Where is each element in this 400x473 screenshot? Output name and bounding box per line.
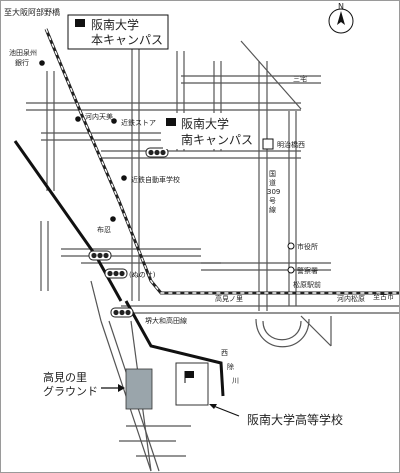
label-route309-3: 309	[267, 188, 280, 196]
high-school-building	[175, 362, 209, 406]
label-route309-2: 道	[269, 178, 276, 187]
main-campus-subname: 本キャンパス	[91, 33, 163, 47]
south-campus-subname: 南キャンパス	[181, 132, 253, 147]
landmark-dot-bank	[39, 60, 45, 66]
landmark-dot-driving-school	[121, 175, 127, 181]
traffic-signal-fuse-lower	[104, 268, 128, 279]
label-route309-1: 国	[269, 170, 276, 178]
label-kawachi-matsubara: 河内松原	[337, 294, 365, 303]
label-ikeda-bank-2: 銀行	[15, 58, 29, 67]
traffic-signal-fuse-upper	[88, 250, 112, 261]
label-nishiyoke-3: 川	[232, 377, 239, 385]
south-campus-flag-icon	[166, 118, 176, 126]
high-school-flag-icon	[184, 371, 194, 383]
label-sakai-line: 堺大和高田線	[145, 316, 187, 325]
traffic-signal-sakai	[110, 307, 134, 318]
high-school-arrow	[210, 404, 240, 417]
label-kawachi-amami: 河内天美	[85, 112, 113, 121]
north-arrow-icon: N	[328, 2, 354, 34]
north-label: N	[338, 2, 344, 11]
main-campus-name: 阪南大学	[91, 17, 139, 32]
label-matsubara-station: 松原駅前	[293, 280, 321, 289]
label-nishiyoke-2: 除	[227, 362, 234, 371]
landmark-dot-kawachi-amami	[75, 116, 81, 122]
landmark-dot-kintetsu-store	[111, 118, 117, 124]
label-fuse-station: 布忍	[97, 225, 111, 234]
traffic-signal-south-campus	[145, 147, 169, 158]
label-police: 警察署	[297, 266, 318, 275]
label-ground-name: 高見の里	[43, 370, 87, 384]
south-campus-label: 阪南大学 南キャンパス	[163, 113, 253, 149]
south-campus-name: 阪南大学	[181, 116, 229, 131]
main-campus-label: 阪南大学 本キャンパス	[67, 14, 169, 50]
police-icon	[287, 266, 295, 274]
main-campus-flag-icon	[75, 19, 85, 27]
label-nishiyoke-1: 西	[221, 349, 228, 357]
label-kintetsu-driving: 近鉄自動車学校	[131, 175, 180, 184]
label-ground-type: グラウンド	[43, 384, 98, 398]
label-route309-5: 線	[269, 205, 276, 214]
label-high-school: 阪南大学高等学校	[247, 412, 343, 427]
label-fuse-kana: (ぬのせ)	[129, 271, 156, 279]
label-city-office: 市役所	[297, 242, 318, 251]
label-route309-4: 号	[269, 197, 276, 205]
label-takami-sato-station: 高見ノ里	[215, 294, 243, 303]
label-kintetsu-store: 近鉄ストア	[121, 118, 156, 127]
railway-kintetsu	[13, 28, 399, 302]
label-ikeda-bank: 池田泉州	[9, 48, 37, 57]
label-sanbai: 三宅	[293, 74, 307, 83]
landmark-dot-fuse	[110, 216, 116, 222]
nishiyoke-river	[124, 300, 225, 397]
takami-ground-area	[125, 368, 153, 410]
label-to-osaka-abeno: 至大阪阿部野橋	[4, 7, 60, 17]
landmark-dot-city-office	[287, 242, 295, 250]
meiji-bridge-box	[262, 138, 274, 150]
label-meiji-bridge: 明治橋西	[277, 140, 305, 149]
label-to-furuichi: 至古市	[373, 292, 394, 301]
